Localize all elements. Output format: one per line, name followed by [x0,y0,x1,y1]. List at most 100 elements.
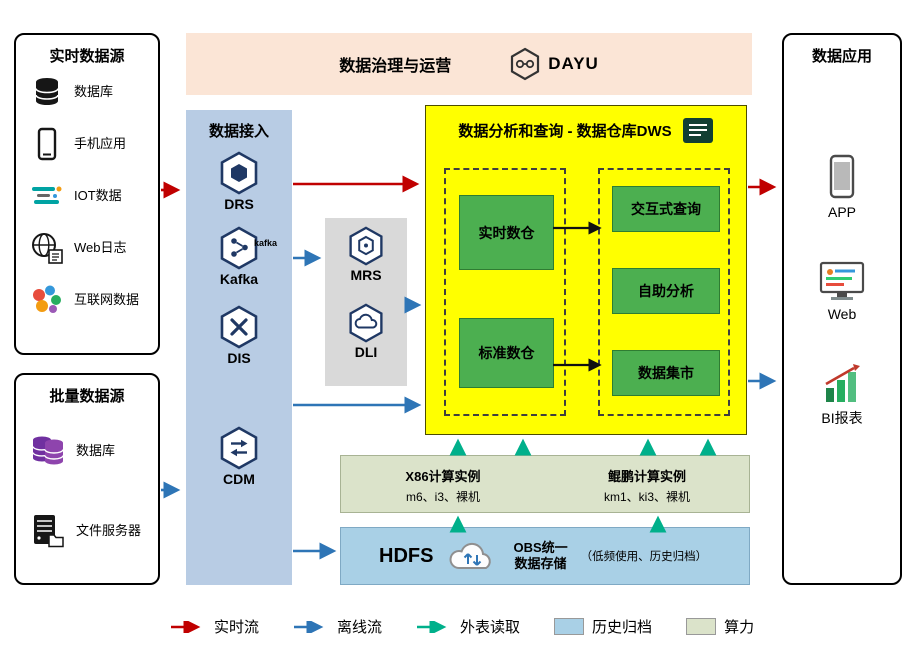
processing-box: MRS DLI [325,218,407,386]
kafka-wordmark: kafka [254,238,278,248]
service-label: CDM [223,471,255,487]
service-label: DIS [227,350,251,366]
data-applications-panel: 数据应用 APP Web [782,33,902,585]
teal-arrow-icon [417,620,447,633]
source-item-label: 数据库 [76,442,116,458]
realtime-sources-panel: 实时数据源 数据库 手机应用 IOT数据 [14,33,160,355]
batch-sources-title: 批量数据源 [49,388,125,405]
dayu-logo-text: DAYU [548,54,599,73]
data-applications-title: 数据应用 [811,48,872,65]
red-arrow-icon [171,620,201,633]
report-icon [682,118,713,143]
service-dli: DLI [325,303,407,360]
app-phone-icon [829,154,855,199]
kunpeng-compute-title: 鲲鹏计算实例 [607,469,686,484]
application-app: APP [784,154,900,220]
service-mrs: MRS [325,226,407,283]
legend-realtime-flow: 实时流 [170,616,259,637]
legend-label: 外表读取 [460,619,521,636]
source-item-label: 文件服务器 [76,522,142,538]
application-label: Web [827,306,857,322]
source-item-label: 手机应用 [74,135,127,151]
data-ingestion-title: 数据接入 [208,123,269,140]
source-item-mobile-app: 手机应用 [16,118,158,170]
dayu-icon [511,47,540,81]
source-item-web-log: Web日志 [16,222,158,274]
services-group: 交互式查询 自助分析 数据集市 [598,168,730,416]
source-item-label: 互联网数据 [74,291,140,307]
legend-external-read: 外表读取 [416,616,520,637]
hdfs-label: HDFS [379,544,434,567]
data-mart-box: 数据集市 [612,350,720,396]
governance-title: 数据治理与运营 [339,58,452,75]
legend-label: 算力 [724,619,755,636]
x86-compute-title: X86计算实例 [405,469,481,484]
legend-archive: 历史归档 [554,616,652,637]
source-item-file-server: 文件服务器 [16,496,158,566]
dayu-logo: DAYU [509,47,599,81]
file-server-icon [34,515,64,548]
source-item-label: 数据库 [74,83,114,99]
dli-hexagon-icon [349,303,383,343]
iot-icon [32,186,62,204]
database-icon [35,78,59,105]
phone-icon [37,127,57,161]
dws-analysis-box: 数据分析和查询 - 数据仓库DWS 实时数仓 标准数仓 交互式查询 自助分析 数… [425,105,747,435]
kafka-hexagon-icon [220,226,258,270]
dis-hexagon-icon [220,305,258,349]
legend: 实时流 离线流 外表读取 历史归档 算力 [170,616,754,637]
self-service-analysis-box: 自助分析 [612,268,720,314]
source-item-label: Web日志 [74,239,127,255]
compute-swatch [686,618,717,635]
data-ingestion-column: 数据接入 DRS kafka Kafka DIS [186,110,292,585]
standard-warehouse-box: 标准数仓 [459,318,554,388]
source-item-batch-database: 数据库 [16,416,158,486]
interactive-query-box: 交互式查询 [612,186,720,232]
source-item-database: 数据库 [16,66,158,118]
application-web: Web [784,260,900,322]
source-item-internet-data: 互联网数据 [16,274,158,326]
service-dis: DIS [186,305,292,366]
compute-instances-box: X86计算实例 m6、i3、裸机 鲲鹏计算实例 km1、ki3、裸机 [340,455,750,513]
storage-box: HDFS OBS统一 数据存储 （低频使用、历史归档） [340,527,750,585]
legend-compute: 算力 [686,616,754,637]
service-kafka: kafka Kafka [186,226,292,287]
legend-offline-flow: 离线流 [293,616,382,637]
realtime-warehouse-box: 实时数仓 [459,195,554,270]
web-log-icon [32,233,63,264]
archive-swatch [554,618,585,635]
service-label: DLI [354,344,378,360]
x86-compute-spec: m6、i3、裸机 [405,490,480,504]
service-label: DRS [224,196,254,212]
obs-line2: 数据存储 [514,556,567,571]
legend-label: 历史归档 [592,619,653,636]
obs-line1: OBS统一 [513,539,568,555]
internet-data-icon [33,285,61,313]
mrs-hexagon-icon [349,226,383,266]
obs-usage-note: （低频使用、历史归档） [580,551,708,563]
web-monitor-icon [819,261,865,300]
legend-label: 实时流 [214,619,260,636]
batch-sources-panel: 批量数据源 数据库 文件服务器 [14,373,160,585]
purple-database-icon [32,436,64,465]
legend-label: 离线流 [337,619,383,636]
kunpeng-compute-spec: km1、ki3、裸机 [603,490,690,504]
drs-hexagon-icon [220,151,258,195]
obs-storage-label: OBS统一 数据存储 [513,540,567,573]
dws-title: 数据分析和查询 - 数据仓库DWS [458,123,672,140]
governance-bar: 数据治理与运营 DAYU [186,33,752,95]
bi-chart-icon [825,364,860,402]
x86-compute: X86计算实例 m6、i3、裸机 [341,456,545,512]
application-label: BI报表 [821,410,863,426]
application-bi: BI报表 [784,362,900,428]
realtime-sources-title: 实时数据源 [49,48,125,65]
warehouse-group: 实时数仓 标准数仓 [444,168,566,416]
service-label: Kafka [219,271,259,287]
application-label: APP [827,204,856,220]
dws-title-row: 数据分析和查询 - 数据仓库DWS [426,106,746,144]
cdm-hexagon-icon [220,426,258,470]
service-cdm: CDM [186,426,292,487]
service-label: MRS [350,267,382,283]
obs-cloud-icon [449,542,492,569]
